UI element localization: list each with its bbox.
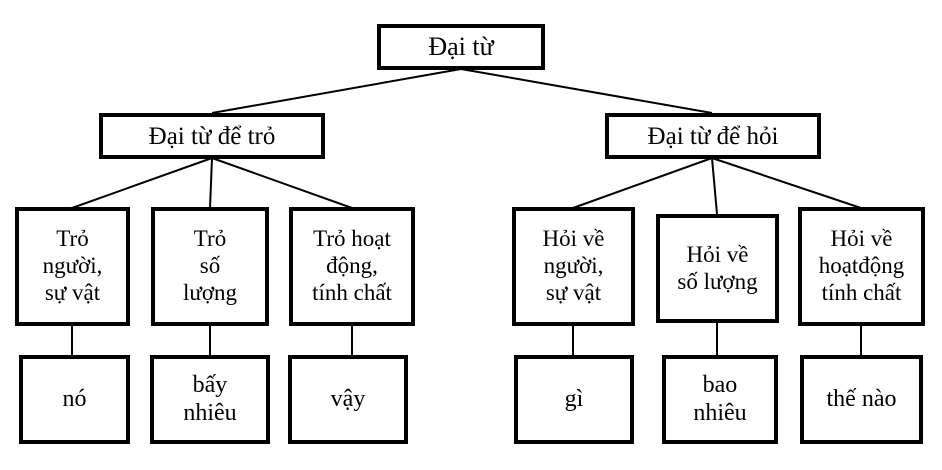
node-label: Trỏ hoạt động, tính chất xyxy=(312,226,392,305)
node-tro-so-luong[interactable]: Trỏ số lượng xyxy=(151,207,269,326)
node-label: Hỏi về số lượng xyxy=(677,241,758,294)
node-tro-nguoi-su-vat[interactable]: Trỏ người, sự vật xyxy=(15,207,130,326)
node-tro-hoat-dong-tinh-chat[interactable]: Trỏ hoạt động, tính chất xyxy=(289,207,415,326)
node-label: vậy xyxy=(330,385,366,412)
node-dai-tu-de-tro[interactable]: Đại từ để trỏ xyxy=(99,113,325,159)
edge-root-to-dai-tu-de-tro xyxy=(211,68,462,114)
node-label: thế nào xyxy=(826,385,897,412)
edge-hoi-to-hoat-dong xyxy=(711,157,862,209)
node-no[interactable]: nó xyxy=(19,355,130,444)
node-label: Đại từ để trỏ xyxy=(148,122,276,150)
node-hoi-ve-so-luong[interactable]: Hỏi về số lượng xyxy=(656,214,779,323)
node-label: gì xyxy=(564,385,584,412)
edge-hoi-to-nguoi-su-vat xyxy=(572,157,713,209)
edge-hoi-to-so-luong xyxy=(711,157,718,215)
node-dai-tu[interactable]: Đại từ xyxy=(377,24,545,70)
node-label: Trỏ người, sự vật xyxy=(42,226,103,305)
node-bay-nhieu[interactable]: bấy nhiêu xyxy=(150,355,270,444)
edge-root-to-dai-tu-de-hoi xyxy=(460,68,713,114)
node-the-nao[interactable]: thế nào xyxy=(800,355,923,444)
node-vay[interactable]: vậy xyxy=(288,355,408,444)
node-label: nó xyxy=(62,385,87,412)
node-label: Đại từ để hỏi xyxy=(647,122,779,150)
node-dai-tu-de-hoi[interactable]: Đại từ để hỏi xyxy=(605,113,821,159)
node-label: Hỏi về hoạtđộng tính chất xyxy=(818,226,905,305)
node-label: bao nhiêu xyxy=(693,371,747,426)
edge-tro-to-so-luong xyxy=(209,157,213,209)
edge-tro-to-hoat-dong xyxy=(211,157,353,209)
node-bao-nhieu[interactable]: bao nhiêu xyxy=(662,355,778,444)
node-label: Trỏ số lượng xyxy=(182,226,238,305)
edge-tro-to-nguoi-su-vat xyxy=(71,157,213,209)
node-hoi-ve-hoat-dong-tinh-chat[interactable]: Hỏi về hoạtđộng tính chất xyxy=(798,207,925,326)
node-label: Đại từ xyxy=(428,31,494,61)
node-hoi-ve-nguoi-su-vat[interactable]: Hỏi về người, sự vật xyxy=(512,207,635,326)
node-gi[interactable]: gì xyxy=(514,355,634,444)
node-label: Hỏi về người, sự vật xyxy=(542,226,605,305)
node-label: bấy nhiêu xyxy=(183,371,237,426)
